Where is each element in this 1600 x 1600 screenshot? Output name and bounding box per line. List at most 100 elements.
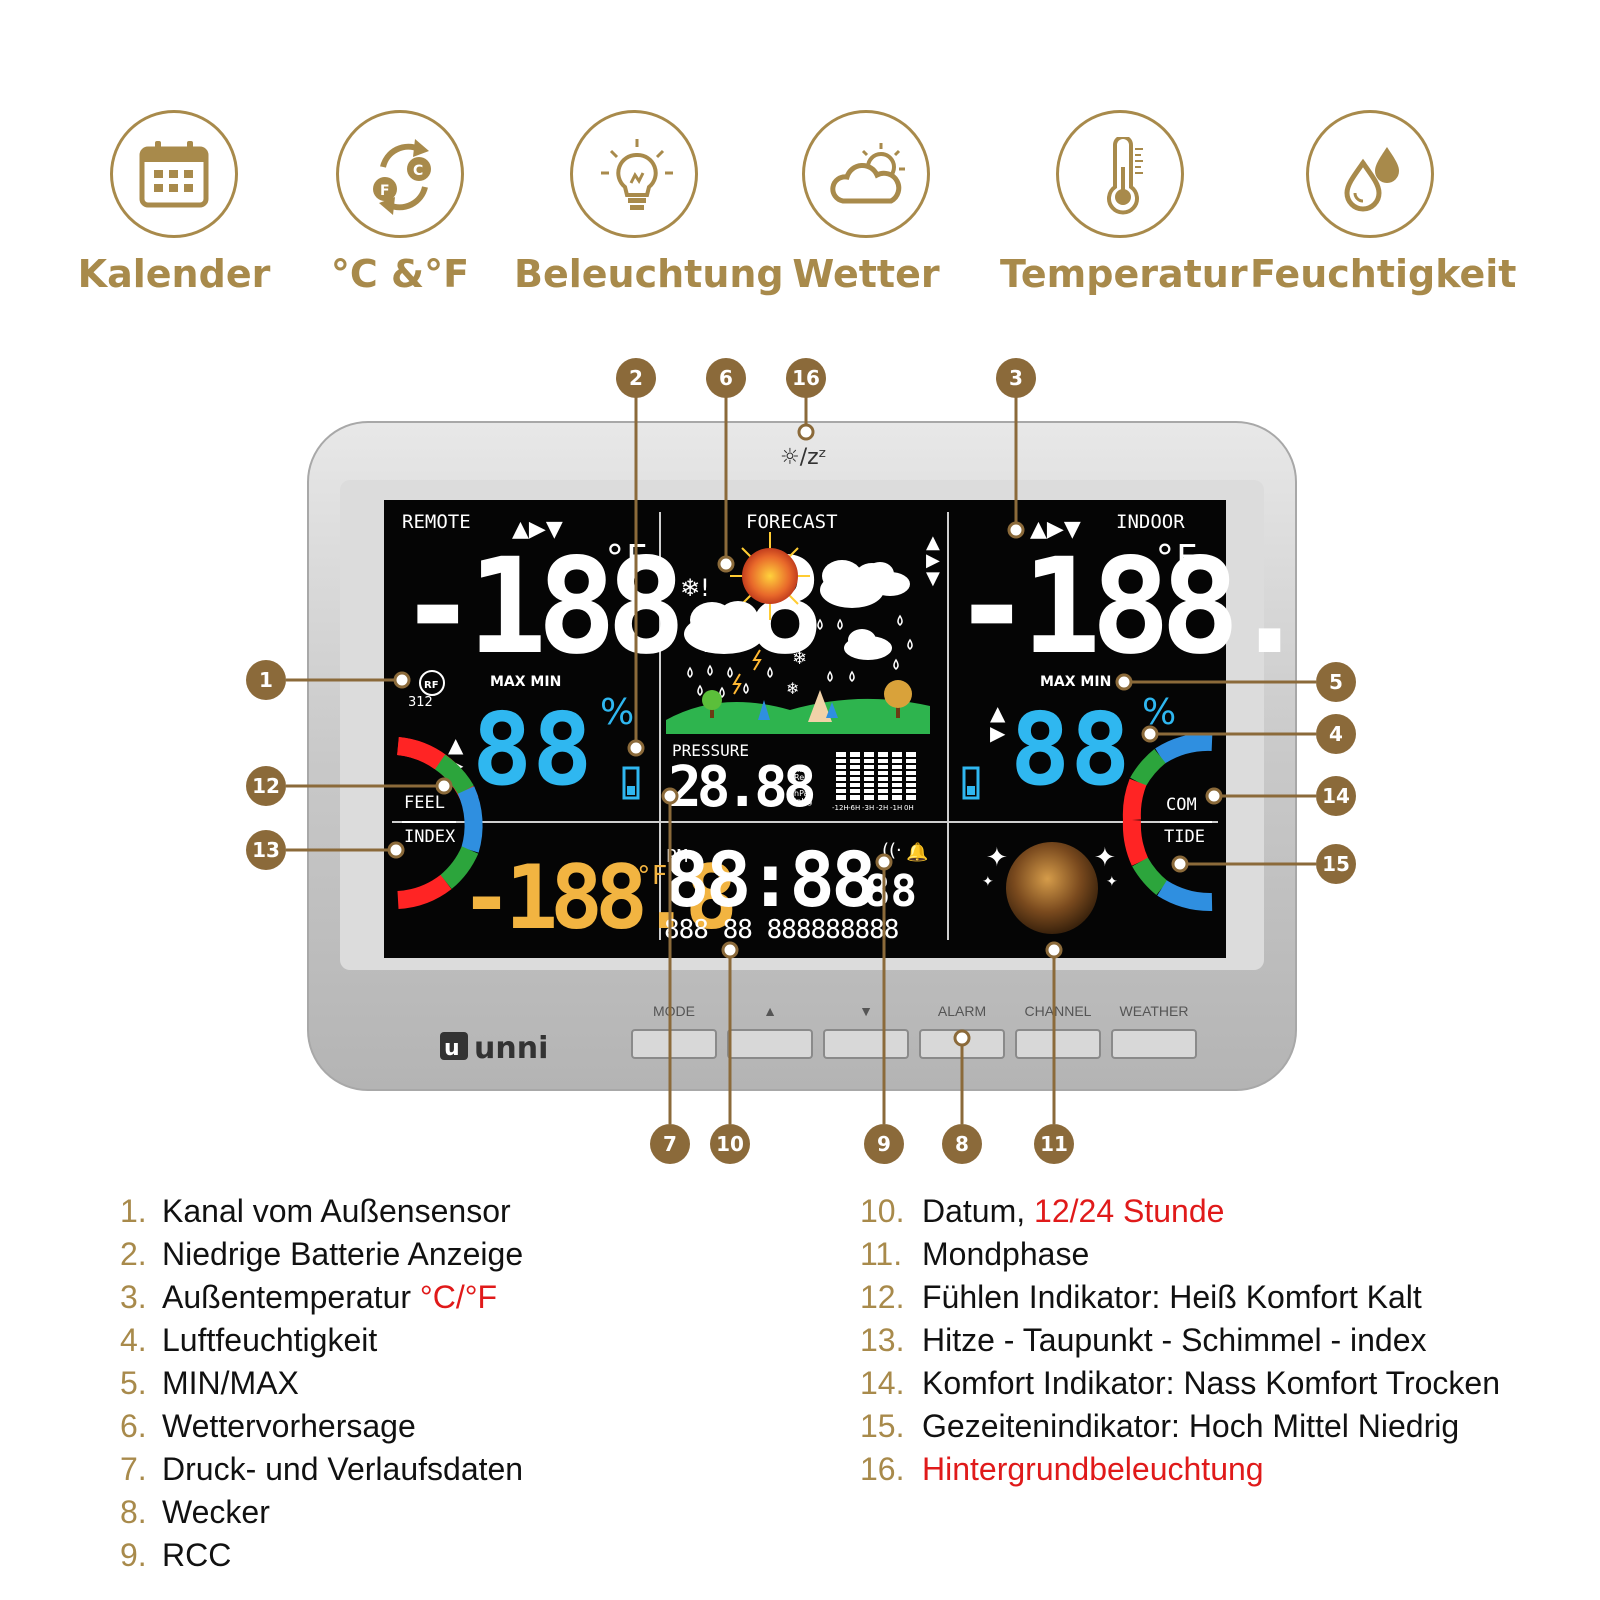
index-label: INDEX	[404, 827, 456, 847]
legend-item: 15.Gezeitenindikator: Hoch Mittel Niedri…	[860, 1408, 1460, 1444]
tide-arc-med	[1132, 857, 1168, 896]
svg-text:✦: ✦	[1106, 874, 1118, 890]
callout-dots	[387, 423, 1223, 1047]
trend-arrows-icon: ▲	[448, 733, 464, 757]
channel-button[interactable]	[1015, 1029, 1101, 1059]
moon-phase-icon	[1006, 842, 1098, 934]
trend-arrows-icon: ▲	[926, 532, 940, 553]
up-button-label: ▲	[763, 1003, 777, 1019]
lightning-icon	[752, 649, 762, 671]
feel-label: FEEL	[404, 793, 445, 813]
callout-badge: 3	[996, 358, 1036, 398]
callout-badge: 5	[1316, 662, 1356, 702]
svg-text:hPa: hPa	[794, 789, 809, 798]
callout-badge: 1	[246, 660, 286, 700]
comfort-arc-wet	[1155, 732, 1213, 764]
brand-name: unni	[474, 1031, 548, 1066]
battery-icon	[627, 786, 635, 795]
weather-button-label: WEATHER	[1120, 1003, 1189, 1019]
legend-item: 10.Datum, 12/24 Stunde	[860, 1193, 1225, 1229]
remote-temp-unit: °F	[604, 538, 647, 579]
indoor-humidity: 88	[1010, 691, 1130, 808]
feel-arc-comfort	[434, 754, 474, 795]
remote-humidity-unit: %	[600, 692, 634, 733]
droplets-icon	[1306, 110, 1434, 238]
feel-index-value: -188.8	[460, 846, 733, 949]
trend-arrows-icon: ▲	[990, 701, 1006, 725]
legend-item: 3.Außentemperatur °C/°F	[120, 1279, 498, 1315]
remote-humidity: 88	[472, 691, 592, 808]
down-button[interactable]	[823, 1029, 909, 1059]
remote-maxmin: MAX MIN	[490, 674, 561, 690]
feature-row: Kalender C F °C &°F	[0, 100, 1600, 300]
indoor-temp-unit: °F	[1154, 538, 1197, 579]
index-arc-heat	[397, 874, 452, 909]
legend-item: 1.Kanal vom Außensensor	[120, 1193, 511, 1229]
callout-badge: 15	[1316, 844, 1356, 884]
alarm-bell-icon: 🔔	[906, 842, 928, 863]
feature-label: Wetter	[792, 252, 940, 296]
battery-icon	[622, 766, 640, 800]
callout-badge: 13	[246, 830, 286, 870]
down-button-label: ▼	[859, 1003, 873, 1019]
snowflake-icon: ❄	[786, 679, 799, 698]
comfort-arc-dry	[1122, 778, 1147, 821]
svg-text:✦: ✦	[986, 843, 1008, 873]
up-button[interactable]	[727, 1029, 813, 1059]
legend-right: 10.Datum, 12/24 Stunde 11.Mondphase 12.F…	[860, 1190, 1500, 1491]
remote-label: REMOTE	[402, 511, 471, 533]
battery-icon	[962, 766, 980, 800]
cloud-icon	[684, 560, 910, 660]
legend-item: 11.Mondphase	[860, 1236, 1090, 1272]
channel-button-label: CHANNEL	[1025, 1003, 1092, 1019]
callout-badge: 10	[710, 1124, 750, 1164]
feature-label: Temperatur	[1000, 252, 1248, 296]
feature-label: °C &°F	[330, 252, 470, 296]
feature-weather: Wetter	[746, 100, 986, 296]
alarm-button-label: ALARM	[938, 1003, 986, 1019]
legend-item: 8.Wecker	[120, 1494, 270, 1530]
feel-arc-cold	[457, 786, 483, 853]
comfort-label: COM	[1166, 795, 1197, 815]
time-display: 88:88	[664, 835, 873, 924]
tide-arc-high	[1122, 819, 1149, 866]
svg-text:F: F	[380, 183, 390, 199]
svg-text:-12H: -12H	[832, 804, 849, 812]
indoor-maxmin: MAX MIN	[1040, 674, 1111, 690]
callout-badge: 8	[942, 1124, 982, 1164]
index-arc-dew	[440, 846, 479, 889]
callout-badge: 4	[1316, 714, 1356, 754]
tide-arc-low	[1157, 880, 1213, 911]
feature-calendar: Kalender	[54, 100, 294, 296]
landscape	[666, 698, 930, 734]
seconds-display: 88	[864, 866, 917, 917]
legend-item: 13.Hitze - Taupunkt - Schimmel - index	[860, 1322, 1427, 1358]
svg-text:-3H: -3H	[862, 804, 874, 812]
callout-badge: 6	[706, 358, 746, 398]
pressure-units: Abs Rel mb hPa inHg	[794, 765, 812, 806]
callout-leaders	[286, 396, 1316, 1124]
legend-item: 16.Hintergrundbeleuchtung	[860, 1451, 1264, 1487]
trend-arrows-icon: ▲▶▼	[1030, 517, 1081, 542]
callout-badge: 14	[1316, 776, 1356, 816]
date-display: 888 88 888888888	[664, 915, 898, 945]
callout-badge: 16	[786, 358, 826, 398]
history-labels: -12H -6H -3H -2H -1H 0H	[832, 804, 914, 812]
brand-logo	[440, 1032, 468, 1060]
legend-item: 9.RCC	[120, 1537, 232, 1573]
rf-icon	[419, 670, 445, 696]
legend-item: 2.Niedrige Batterie Anzeige	[120, 1236, 524, 1272]
feature-unit: C F °C &°F	[280, 100, 520, 296]
svg-text:0H: 0H	[904, 804, 914, 812]
svg-text:-6H: -6H	[848, 804, 860, 812]
callout-badge: 11	[1034, 1124, 1074, 1164]
sun-icon	[730, 532, 810, 620]
mode-button[interactable]	[631, 1029, 717, 1059]
weather-button[interactable]	[1111, 1029, 1197, 1059]
svg-text:inHg: inHg	[794, 797, 812, 806]
lightning-icon	[732, 673, 742, 695]
weather-icon	[802, 110, 930, 238]
rain-drops-icon	[687, 614, 913, 698]
feel-index-unit: °F	[636, 861, 667, 891]
tree-icon	[702, 680, 912, 722]
